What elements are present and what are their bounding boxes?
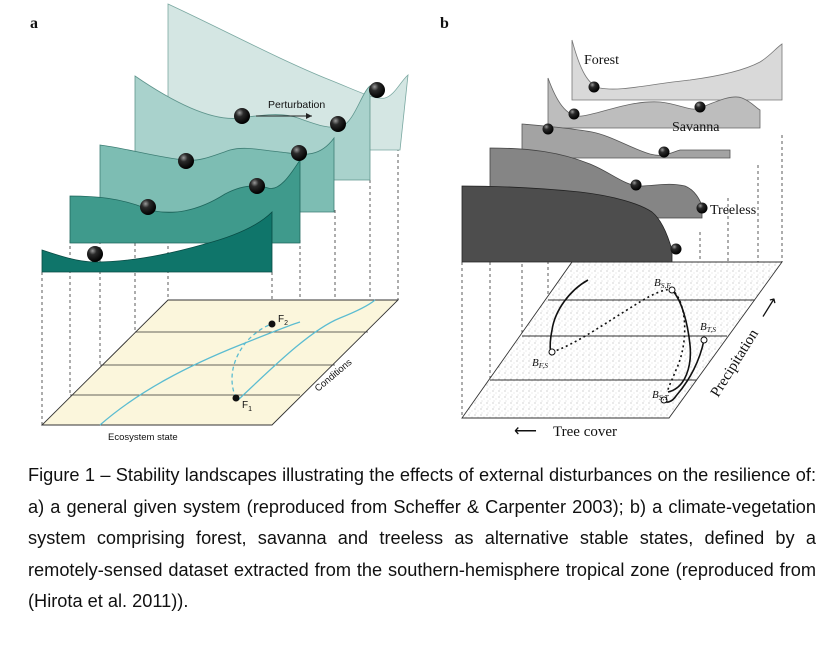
ball-icon — [588, 81, 600, 93]
bifurcation-curve-right — [667, 289, 692, 393]
panel-a: a Pertu — [30, 3, 409, 443]
bfs-point — [548, 348, 556, 356]
figure-caption: Figure 1 – Stability landscapes illustra… — [28, 465, 816, 611]
forest-label: Forest — [584, 53, 619, 68]
landscape-layer-1 — [167, 3, 409, 151]
savanna-label: Savanna — [672, 120, 720, 135]
ball-icon — [330, 116, 346, 132]
ball-icon — [87, 246, 103, 262]
panel-a-label: a — [30, 15, 38, 32]
landscape-forest — [571, 39, 783, 101]
ball-icon — [369, 82, 385, 98]
ball-icon — [694, 101, 706, 113]
bfs-label: BF,S — [532, 357, 548, 370]
panel-b-label: b — [440, 15, 449, 32]
equilibrium-curve-low — [99, 321, 301, 426]
ball-icon — [178, 153, 194, 169]
bifurcation-curve-lower — [663, 339, 705, 403]
landscape-layer-4 — [69, 158, 301, 244]
f2-label: F2 — [278, 314, 288, 327]
ball-icon — [249, 178, 265, 194]
ball-icon — [291, 145, 307, 161]
equilibrium-curve-high — [237, 299, 376, 401]
bst-label: BS,T — [652, 389, 669, 402]
equilibrium-curve-unstable — [231, 323, 273, 399]
tree-cover-plane — [461, 261, 783, 419]
bst-point — [660, 396, 668, 404]
perturbation-label: Perturbation — [268, 99, 325, 111]
ecosystem-state-label: Ecosystem state — [108, 432, 178, 443]
bts-label: BT,S — [700, 321, 716, 334]
ball-icon — [630, 179, 642, 191]
plane-b-gridlines — [490, 299, 755, 381]
landscape-layer-5 — [41, 211, 273, 273]
ball-icon — [234, 108, 250, 124]
ball-icon — [542, 123, 554, 135]
tree-cover-arrow-icon: ⟵ — [514, 423, 537, 440]
bts-point — [700, 336, 708, 344]
treeless-label: Treeless — [710, 203, 756, 218]
plane-gridlines — [70, 331, 368, 396]
figure-diagrams: a Pertu — [30, 3, 783, 443]
ball-icon — [140, 199, 156, 215]
f2-point — [268, 320, 276, 328]
ball-icon — [658, 146, 670, 158]
tree-cover-label: Tree cover — [553, 424, 617, 440]
landscape-treeless — [461, 185, 673, 263]
conditions-plane — [40, 299, 400, 426]
bsf-point — [668, 286, 676, 294]
ball-icon — [696, 202, 708, 214]
f1-point — [232, 394, 240, 402]
ball-icon — [670, 243, 682, 255]
f1-label: F1 — [242, 400, 252, 413]
precipitation-arrow-icon: ⟶ — [756, 294, 783, 323]
panel-b: b Forest — [440, 15, 783, 440]
bsf-label: BS,F — [654, 277, 671, 290]
ball-icon — [568, 108, 580, 120]
